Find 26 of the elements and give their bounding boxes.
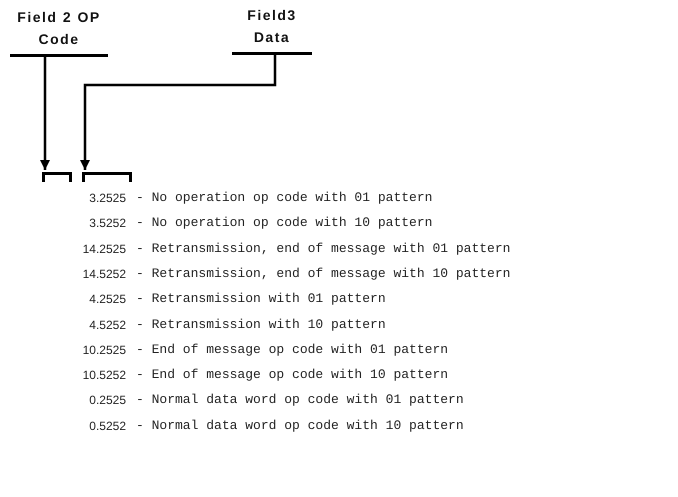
code-value: 14.5252 — [82, 266, 126, 281]
code-description: - Retransmission, end of message with 01 pattern — [136, 240, 510, 256]
code-value: 4.5252 — [88, 318, 126, 332]
arrow — [40, 57, 50, 170]
code-description: - Retransmission with 01 pattern — [136, 291, 386, 306]
code-value: 0.2525 — [88, 393, 126, 408]
code-description: - No operation op code with 01 pattern — [136, 190, 432, 205]
bracket — [82, 172, 132, 182]
code-description: - Normal data word op code with 01 pattern — [136, 392, 464, 408]
code-value: 14.2525 — [82, 242, 126, 256]
field-label: Field 2 OP Code — [10, 6, 108, 57]
code-value: 3.5252 — [88, 216, 126, 230]
field-label: Field3 Data — [232, 4, 312, 55]
arrow — [80, 55, 276, 170]
code-description: - End of message op code with 01 pattern — [136, 342, 448, 357]
code-description: - End of message op code with 10 pattern — [136, 367, 448, 382]
code-value: 4.2525 — [88, 292, 126, 306]
code-value: 10.5252 — [82, 368, 126, 382]
code-value: 10.2525 — [82, 342, 126, 357]
code-description: - Retransmission with 10 pattern — [136, 316, 386, 332]
code-description: - Normal data word op code with 10 pattern — [136, 418, 464, 433]
code-description: - Retransmission, end of message with 10 pattern — [136, 266, 510, 281]
code-value: 3.2525 — [88, 191, 126, 205]
bracket — [42, 172, 72, 182]
code-value: 0.5252 — [88, 418, 126, 433]
code-description: - No operation op code with 10 pattern — [136, 215, 432, 230]
